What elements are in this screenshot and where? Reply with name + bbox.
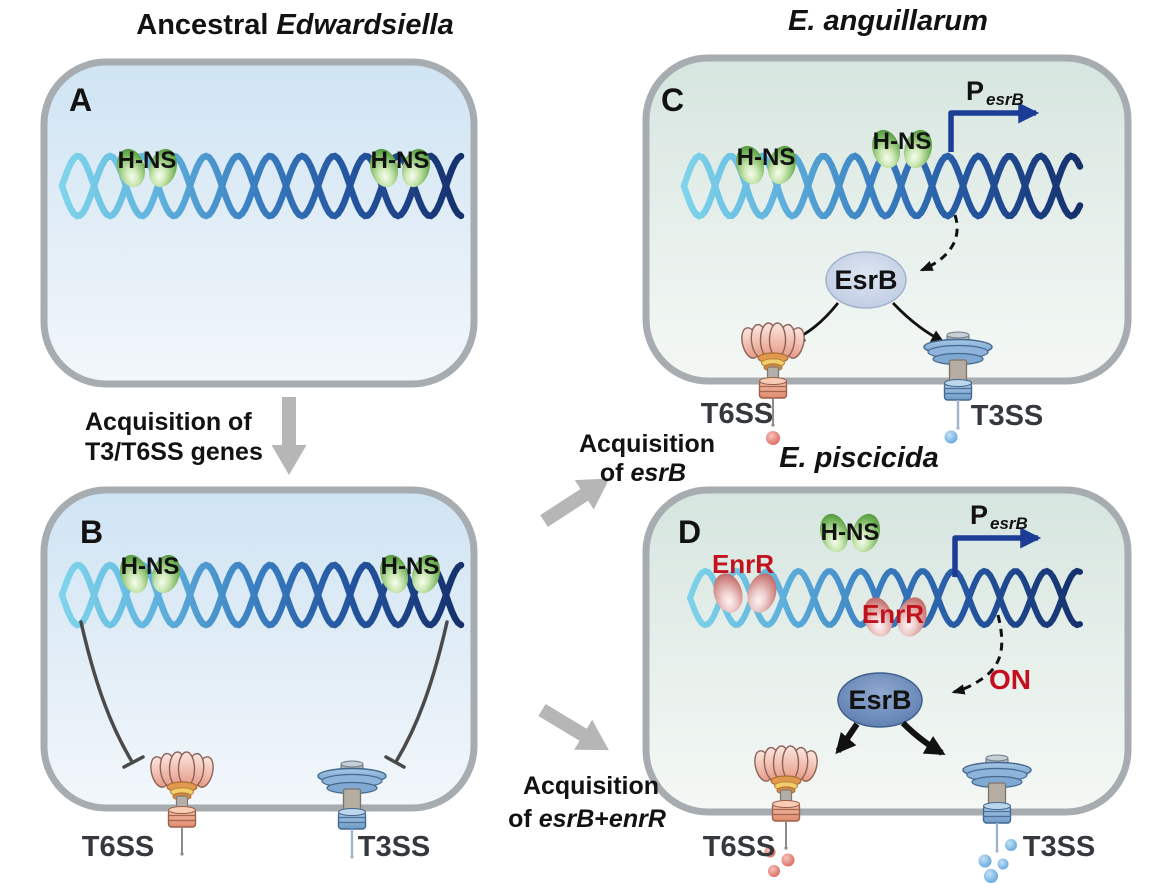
promoter-subscript: esrB bbox=[990, 514, 1028, 533]
t6ss-label: T6SS bbox=[703, 831, 776, 863]
hns-label: H-NS bbox=[118, 147, 177, 174]
dna-strand bbox=[58, 561, 465, 629]
on-label: ON bbox=[989, 664, 1031, 695]
transition-text-line1: Acquisition bbox=[523, 772, 659, 800]
inhibition-bar-t3ss bbox=[384, 755, 406, 769]
piscicida-title: E. piscicida bbox=[779, 442, 939, 474]
secreted-effector-dot-blue bbox=[997, 858, 1009, 870]
down-arrow-icon bbox=[271, 397, 307, 475]
transition-a-to-b: Acquisition of T3/T6SS genes bbox=[85, 397, 307, 475]
esrb-protein bbox=[825, 251, 907, 309]
transition-text-line1: Acquisition bbox=[579, 430, 715, 458]
panel-b-letter: B bbox=[80, 514, 103, 550]
esrb-label: EsrB bbox=[834, 265, 897, 295]
secreted-effector-dot-blue bbox=[944, 430, 958, 444]
t6ss-label: T6SS bbox=[82, 831, 155, 863]
panel-d-cell bbox=[642, 486, 1132, 816]
hns-label: H-NS bbox=[873, 128, 932, 155]
enrr-label: EnrR bbox=[712, 549, 774, 579]
secreted-effector-dot-blue bbox=[1005, 839, 1017, 851]
promoter-arrow bbox=[952, 527, 1042, 577]
secreted-effector-dot-red bbox=[766, 431, 780, 445]
panel-d: D H-NS EnrR EnrR P esrB ON EsrB T6SS T3S… bbox=[678, 500, 1095, 883]
transcription-dashed-arrow bbox=[919, 214, 959, 272]
hns-label: H-NS bbox=[381, 553, 440, 580]
down-right-arrow-icon bbox=[532, 694, 618, 766]
esrb-to-t3ss-arrow bbox=[900, 720, 946, 756]
secreted-effector-dot-red bbox=[768, 865, 780, 877]
transcription-dashed-arrow bbox=[951, 614, 1004, 695]
anguillarum-title: E. anguillarum bbox=[788, 5, 988, 37]
dna-strand bbox=[58, 152, 465, 220]
transition-text-line1: Acquisition of bbox=[85, 408, 252, 436]
panel-a-cell bbox=[40, 58, 478, 388]
hns-label: H-NS bbox=[371, 147, 430, 174]
secreted-effector-dot-red bbox=[781, 853, 795, 867]
secreted-effector-dot-blue bbox=[984, 869, 998, 883]
t3ss-label: T3SS bbox=[1023, 831, 1096, 863]
panel-b: B H-NS H-NS T6SS T3SS bbox=[79, 514, 449, 863]
promoter-label: P bbox=[966, 76, 984, 106]
esrb-to-t6ss-arrow bbox=[835, 722, 860, 755]
inhibition-line-t6ss bbox=[79, 620, 133, 762]
hns-label: H-NS bbox=[121, 553, 180, 580]
hns-label: H-NS bbox=[737, 144, 796, 171]
hns-label: H-NS bbox=[821, 519, 880, 546]
promoter-arrow bbox=[948, 102, 1040, 152]
esrb-to-t3ss-arrow bbox=[891, 302, 945, 343]
secreted-effector-dot-red bbox=[764, 846, 776, 858]
panel-d-letter: D bbox=[678, 514, 701, 550]
t3ss-label: T3SS bbox=[971, 400, 1044, 432]
t6ss-label: T6SS bbox=[701, 398, 774, 430]
panel-b-cell bbox=[40, 486, 478, 812]
panel-c-cell bbox=[642, 54, 1132, 385]
promoter-subscript: esrB bbox=[986, 90, 1024, 109]
panel-c: C H-NS H-NS P esrB EsrB T6SS T3SS bbox=[661, 76, 1043, 445]
esrb-protein bbox=[837, 672, 923, 728]
inhibition-bar-t6ss bbox=[122, 755, 145, 769]
panel-a: A H-NS H-NS bbox=[69, 82, 435, 191]
enrr-label: EnrR bbox=[862, 599, 924, 629]
panel-a-letter: A bbox=[69, 82, 92, 118]
promoter-label: P bbox=[970, 500, 988, 530]
panel-c-letter: C bbox=[661, 82, 684, 118]
secreted-effector-dot-blue bbox=[978, 854, 992, 868]
dna-strand bbox=[680, 152, 1084, 220]
inhibition-line-t3ss bbox=[395, 620, 449, 762]
esrb-label: EsrB bbox=[848, 685, 911, 715]
t3ss-label: T3SS bbox=[358, 831, 431, 863]
transition-text-line2: T3/T6SS genes bbox=[85, 438, 263, 466]
